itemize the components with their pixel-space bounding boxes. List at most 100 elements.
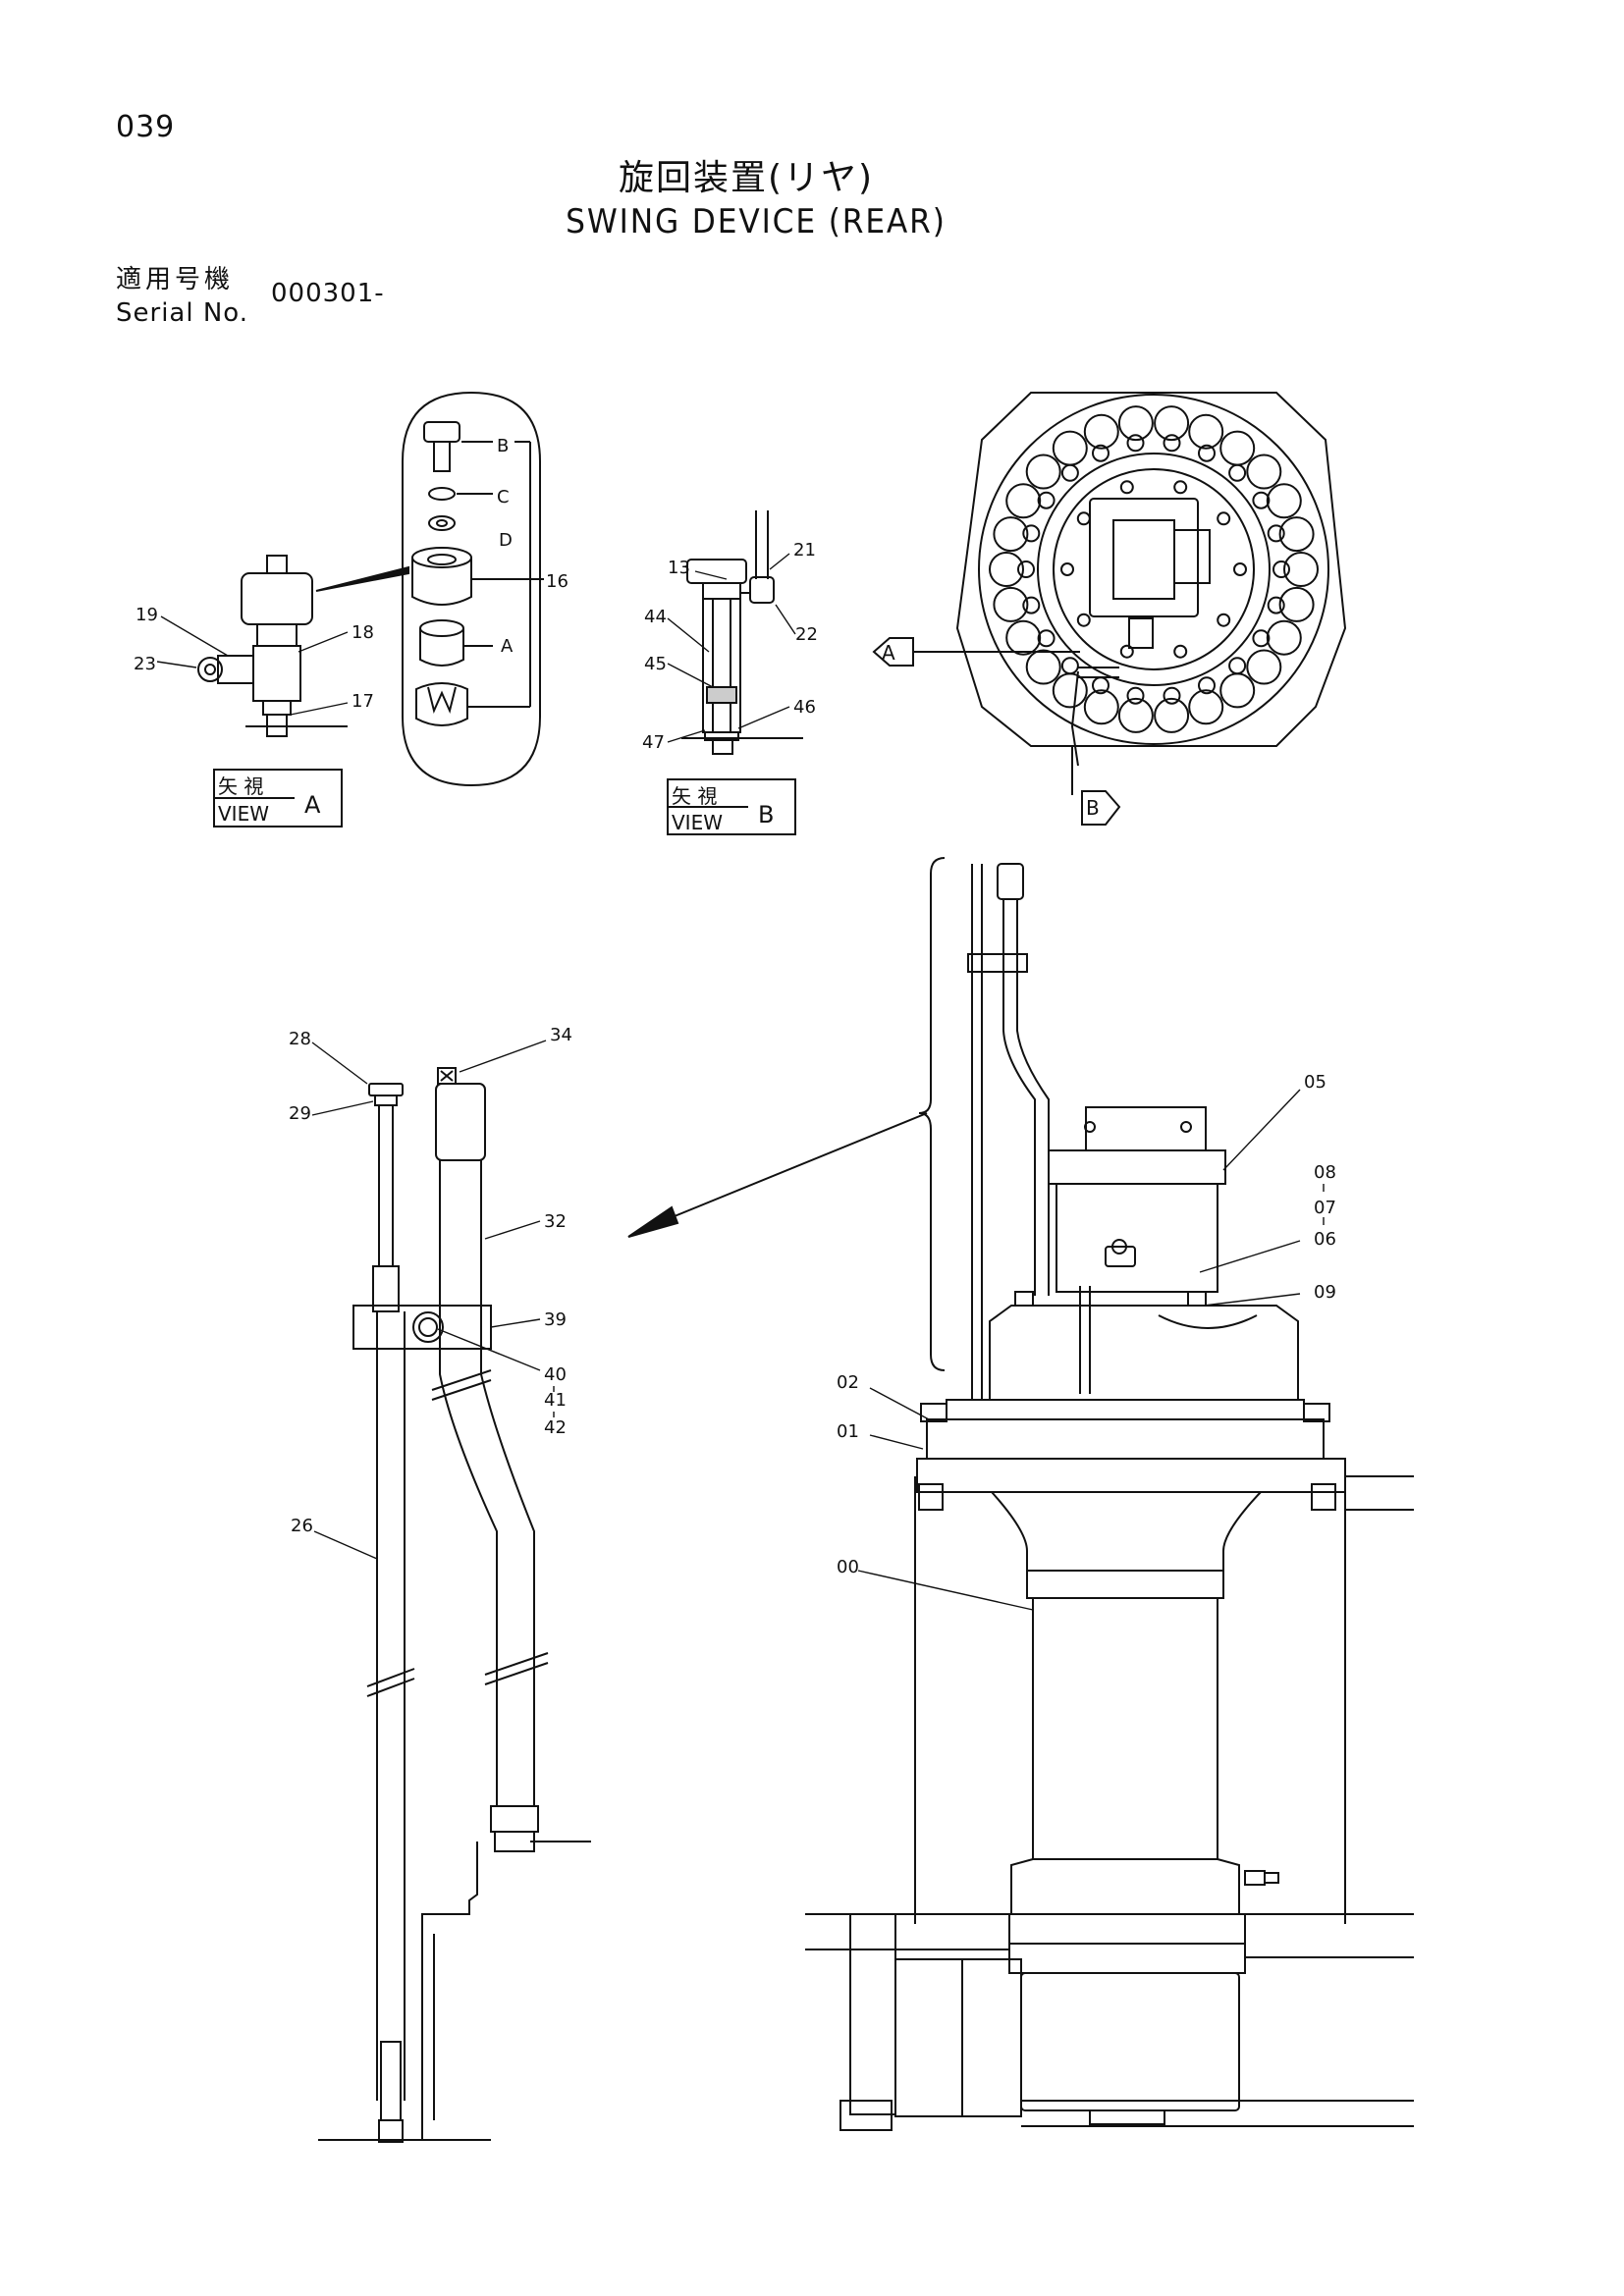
flange-bolt-hole — [1228, 657, 1247, 675]
flange-bolt-head — [1283, 552, 1319, 587]
title-english: SWING DEVICE (REAR) — [566, 202, 947, 241]
callout-19: 19 — [135, 605, 158, 625]
flange-bolt-head — [1154, 697, 1190, 733]
callout-02: 02 — [837, 1372, 859, 1393]
flange-bolt-hole — [1126, 686, 1145, 705]
flange-bolt-hole — [1017, 561, 1035, 578]
serial-value: 000301- — [271, 279, 385, 308]
view-a-fitting-assembly — [197, 555, 409, 737]
callout-23: 23 — [134, 654, 156, 674]
view-a-letter: A — [304, 791, 321, 819]
frame-outline-left — [318, 1841, 591, 2141]
flange-bolt-head — [1052, 672, 1088, 709]
flange-bolt-head — [1117, 697, 1154, 733]
flange-bolt-head — [1083, 689, 1119, 725]
flange-bolt-hole — [1022, 524, 1041, 543]
flange-bolt-head — [1025, 649, 1061, 685]
view-b-breather — [681, 510, 803, 755]
flange-bolt-hole — [1267, 596, 1285, 614]
flange-bolt-head — [989, 552, 1024, 587]
motor-bolt — [1233, 562, 1247, 576]
arrow-b-letter: B — [1086, 796, 1100, 820]
flange-bolt-head — [1246, 649, 1282, 685]
view-b-letter: B — [758, 801, 774, 828]
serial-label-english: Serial No. — [116, 298, 248, 328]
flange-bolt-head — [1266, 619, 1302, 656]
callout-numbers: B C D 16 A 19 23 18 17 13 21 22 44 45 46… — [134, 436, 1336, 1577]
arrow-b: B — [1071, 746, 1121, 826]
flange-bolt-hole — [1037, 491, 1056, 509]
dipstick-assembly — [366, 1083, 415, 2143]
flange-bolt-head — [1188, 689, 1224, 725]
main-swing-device — [805, 863, 1414, 2131]
flange-bolt-head — [1278, 586, 1315, 622]
callout-44: 44 — [644, 607, 667, 627]
callout-18: 18 — [352, 622, 374, 643]
flange-bolt-head — [993, 586, 1029, 622]
callout-06: 06 — [1314, 1229, 1336, 1250]
flange-bolt-hole — [1267, 524, 1285, 543]
flange-bolt-hole — [1198, 444, 1216, 462]
callout-leaders — [156, 441, 1301, 1611]
callout-C: C — [497, 487, 510, 507]
callout-46: 46 — [793, 697, 816, 718]
callout-05: 05 — [1304, 1072, 1326, 1093]
callout-42: 42 — [544, 1417, 567, 1438]
motor-bolt — [1217, 613, 1231, 627]
arrow-a-letter: A — [882, 641, 895, 665]
view-a-label-jp: 矢 視 — [218, 774, 263, 798]
callout-21: 21 — [793, 540, 816, 561]
flange-bolt-hole — [1060, 463, 1079, 482]
flange-bolt-hole — [1163, 434, 1181, 453]
view-b-label: 矢 視 VIEW B — [667, 778, 796, 835]
flange-bolt-head — [1219, 672, 1256, 709]
flange-bolt-head — [1188, 413, 1224, 450]
callout-40: 40 — [544, 1364, 567, 1385]
flange-bolt-hole — [1252, 491, 1271, 509]
callout-07: 07 — [1314, 1198, 1336, 1218]
flange-bolt-head — [1278, 516, 1315, 553]
top-view-flange — [955, 392, 1347, 767]
flange-bolt-hole — [1060, 657, 1079, 675]
motor-bolt — [1119, 480, 1134, 495]
callout-A: A — [501, 636, 514, 657]
flange-bolt-hole — [1092, 676, 1110, 695]
callout-17: 17 — [352, 691, 374, 712]
flange-bolt-head — [1005, 619, 1042, 656]
flange-bolt-hole — [1198, 676, 1216, 695]
oil-filler-pipe — [431, 1067, 549, 1852]
flange-bolt-head — [993, 516, 1029, 553]
callout-01: 01 — [837, 1421, 859, 1442]
callout-26: 26 — [291, 1516, 313, 1536]
callout-08: 08 — [1314, 1162, 1336, 1183]
motor-bolt — [1076, 511, 1091, 526]
title-japanese: 旋回装置(リヤ) — [618, 158, 875, 198]
callout-47: 47 — [642, 732, 665, 753]
serial-label-japanese: 適用号機 — [116, 265, 235, 294]
flange-bolt-head — [1219, 430, 1256, 466]
callout-13: 13 — [668, 558, 690, 578]
flange-bolt-head — [1266, 483, 1302, 519]
callout-09: 09 — [1314, 1282, 1336, 1303]
flange-bolt-head — [1154, 405, 1190, 442]
view-b-label-en: VIEW — [672, 811, 723, 834]
callout-45: 45 — [644, 654, 667, 674]
callout-41: 41 — [544, 1390, 567, 1411]
motor-bolt — [1076, 613, 1091, 627]
flange-bolt-hole — [1126, 434, 1145, 453]
flange-bolt-hole — [1022, 596, 1041, 614]
flange-bolt-hole — [1272, 561, 1290, 578]
callout-34: 34 — [550, 1025, 572, 1045]
callout-00: 00 — [837, 1557, 859, 1577]
flange-bolt-head — [1246, 454, 1282, 490]
callout-dashes — [553, 1184, 1325, 1417]
motor-bolt — [1173, 644, 1188, 659]
callout-29: 29 — [289, 1103, 311, 1124]
callout-28: 28 — [289, 1029, 311, 1049]
callout-16: 16 — [546, 571, 568, 592]
callout-D: D — [499, 530, 513, 551]
exploded-cap-capsule — [402, 391, 544, 787]
flange-bolt-head — [1117, 405, 1154, 442]
motor-bolt — [1119, 644, 1134, 659]
